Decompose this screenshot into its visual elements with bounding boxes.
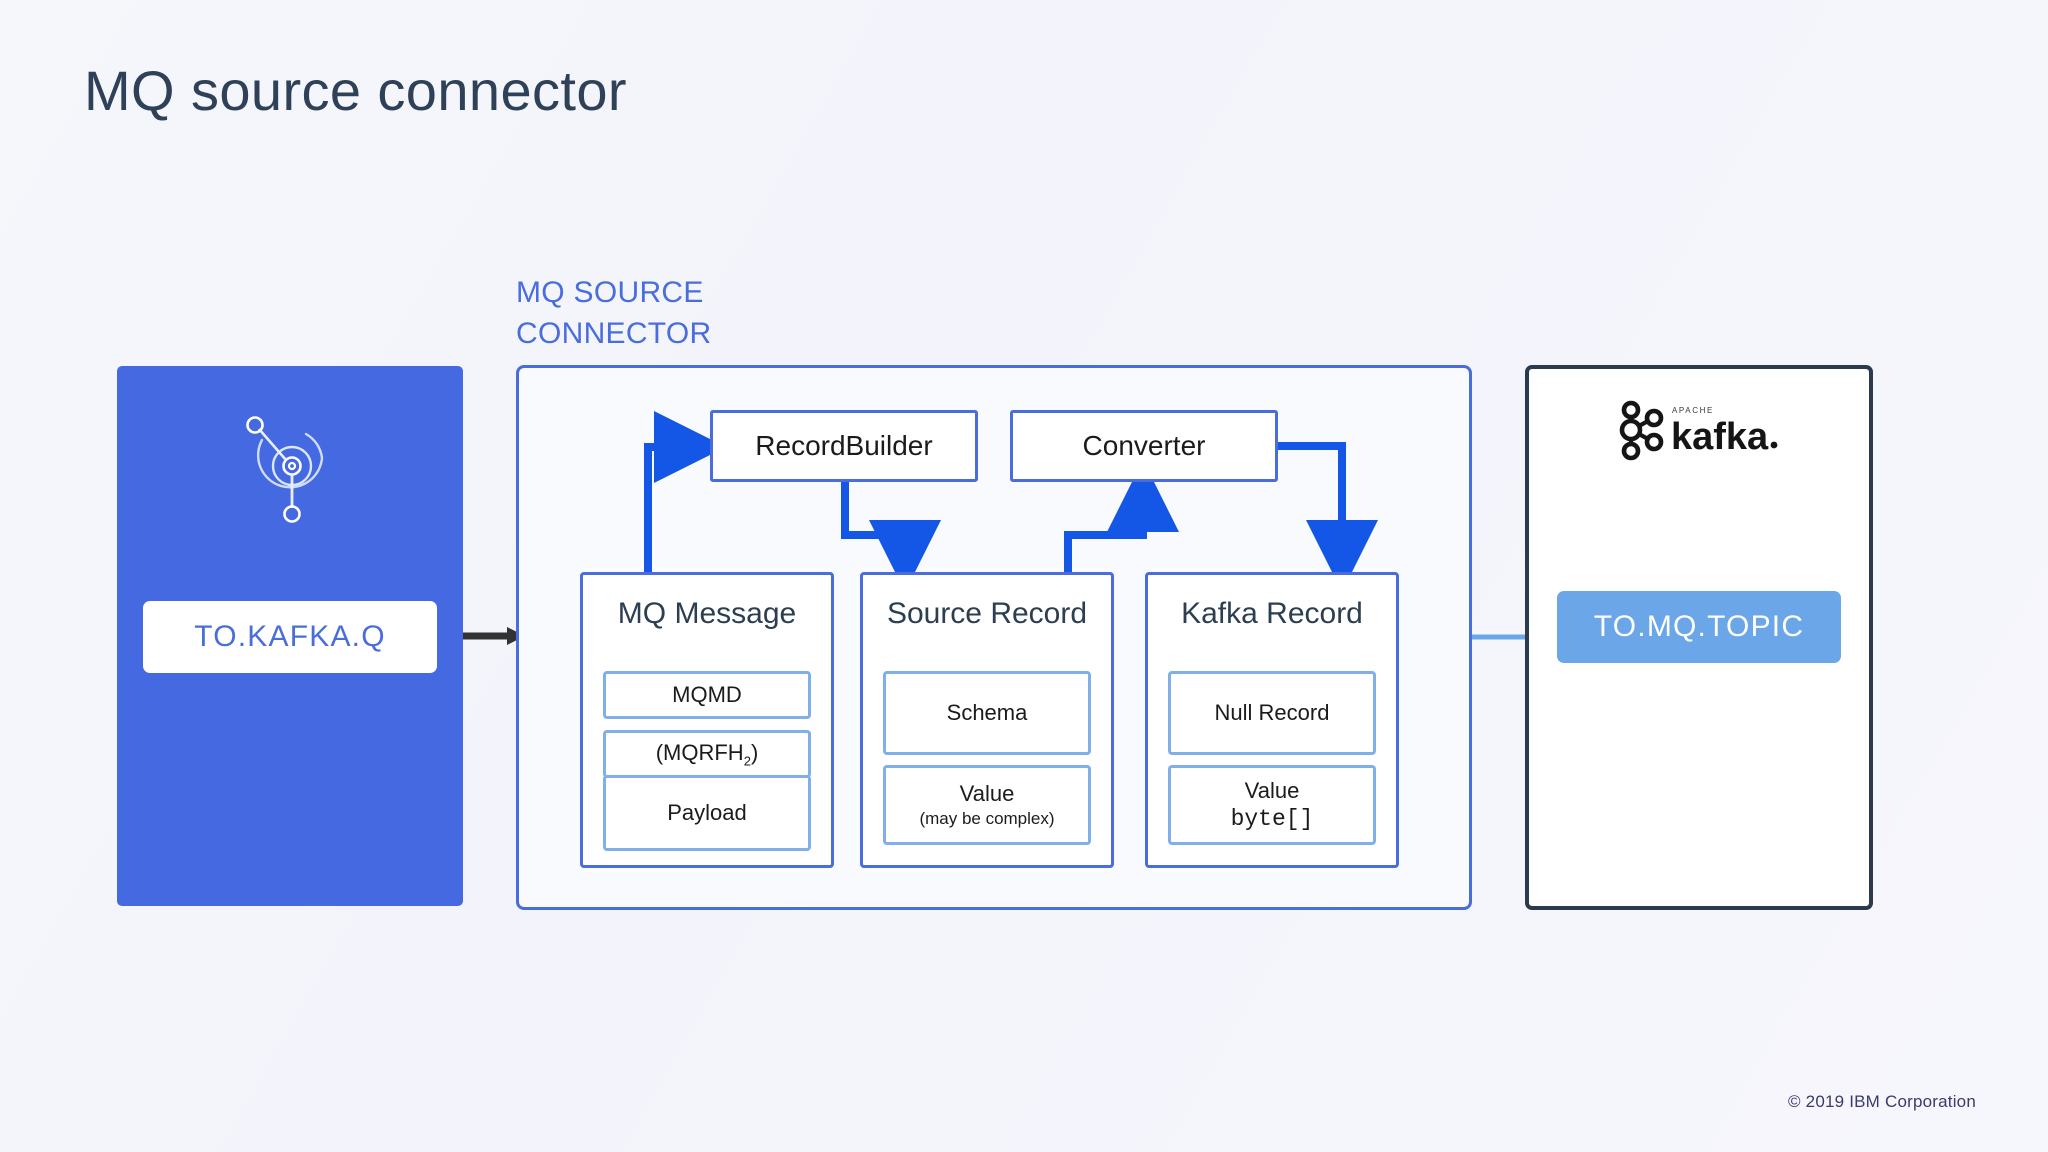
field-source-value-note: (may be complex) [919, 809, 1055, 828]
processor-converter[interactable]: Converter [1010, 410, 1278, 482]
field-source-value-label: Value [959, 781, 1015, 806]
field-null-record-label: Null Record [1214, 700, 1330, 725]
mq-orbit-icon [246, 416, 324, 523]
field-payload: Payload [603, 775, 811, 851]
processor-record-builder-label: RecordBuilder [755, 430, 933, 461]
structure-source-record: Source Record Schema Value (may be compl… [860, 572, 1114, 868]
connector-label-line1: MQ SOURCE [516, 276, 704, 309]
field-mqmd: MQMD [603, 671, 811, 719]
field-mqmd-label: MQMD [672, 682, 742, 707]
field-mqrfh2-label: (MQRFH2) [655, 739, 759, 769]
connector-label-line2: CONNECTOR [516, 317, 712, 350]
kafka-topic-name-label: TO.MQ.TOPIC [1593, 610, 1805, 643]
structure-mq-message: MQ Message MQMD (MQRFH2) Payload [580, 572, 834, 868]
field-schema: Schema [883, 671, 1091, 755]
kafka-logo-supertext: APACHE [1672, 406, 1714, 415]
connector-section-label: MQ SOURCE CONNECTOR [516, 272, 816, 354]
field-source-value: Value (may be complex) [883, 765, 1091, 845]
structure-kafka-record-title: Kafka Record [1181, 597, 1363, 630]
field-mqrfh2: (MQRFH2) [603, 730, 811, 778]
field-kafka-value-type: byte[] [1230, 806, 1314, 832]
field-schema-label: Schema [946, 700, 1028, 725]
structure-source-record-title: Source Record [886, 597, 1088, 630]
mq-queue-name-chip[interactable]: TO.KAFKA.Q [143, 601, 437, 673]
kafka-topic-panel: APACHE kafka TO.MQ.TOPIC [1525, 365, 1873, 910]
field-null-record: Null Record [1168, 671, 1376, 755]
field-kafka-value: Value byte[] [1168, 765, 1376, 845]
field-payload-label: Payload [667, 800, 747, 825]
structure-kafka-record: Kafka Record Null Record Value byte[] [1145, 572, 1399, 868]
mq-queue-panel: TO.KAFKA.Q [117, 366, 463, 906]
field-kafka-value-label: Value [1244, 778, 1300, 803]
kafka-logo-wordmark: kafka [1671, 416, 1769, 458]
kafka-topic-name-chip[interactable]: TO.MQ.TOPIC [1557, 591, 1841, 663]
structure-mq-message-title: MQ Message [617, 597, 797, 630]
mq-queue-name-label: TO.KAFKA.Q [194, 620, 386, 653]
processor-converter-label: Converter [1082, 430, 1206, 461]
apache-kafka-logo: APACHE kafka [1619, 400, 1778, 461]
processor-record-builder[interactable]: RecordBuilder [710, 410, 978, 482]
page-title: MQ source connector [84, 59, 627, 122]
copyright-footer: © 2019 IBM Corporation [1788, 1092, 1976, 1111]
